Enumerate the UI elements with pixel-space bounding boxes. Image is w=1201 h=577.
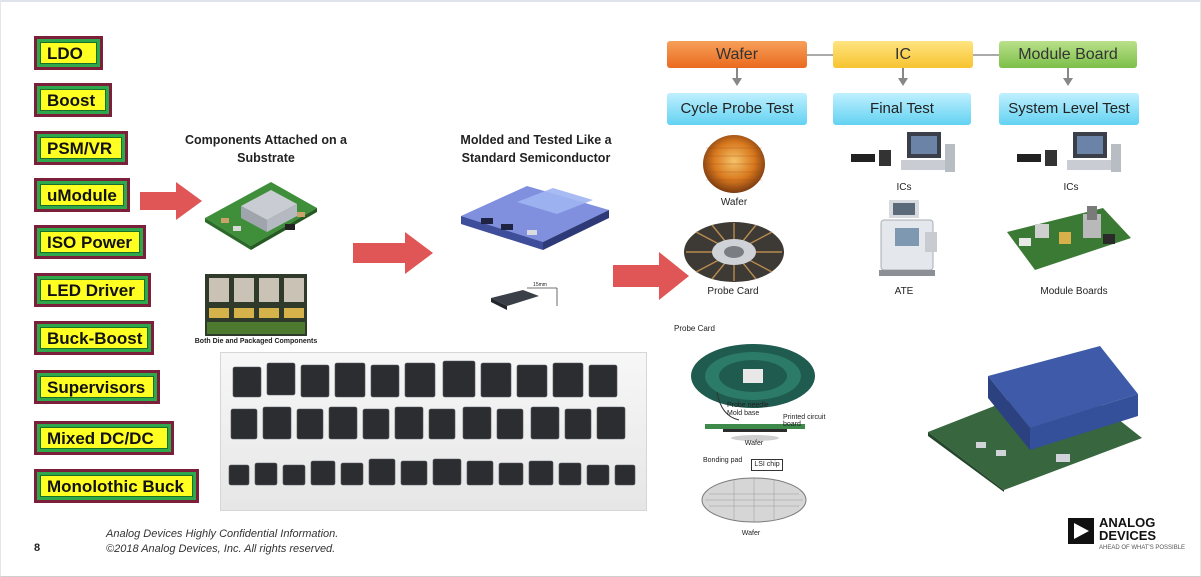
stage-module-board: Module Board	[999, 41, 1137, 68]
flow-arrow-1	[140, 182, 202, 220]
probe-label-bonding-pad: Bonding pad	[703, 457, 743, 464]
product-tag-monolothic-buck: Monolothic Buck	[34, 469, 199, 503]
wafer-diagram	[701, 477, 807, 523]
caption-substrate: Components Attached on a Substrate	[184, 133, 348, 165]
dimension-label: 15mm	[533, 282, 547, 288]
footer-line-1: Analog Devices Highly Confidential Infor…	[106, 528, 339, 540]
label-ate: ATE	[894, 286, 914, 297]
lsi-chip-box: LSI chip	[751, 459, 783, 471]
probe-card-diagram	[691, 344, 815, 441]
caption-both-components: Both Die and Packaged Components	[194, 338, 318, 345]
module-boards-image	[1007, 206, 1131, 270]
product-tag-label: LED Driver	[40, 279, 145, 301]
footer-confidential: Analog Devices Highly Confidential Infor…	[106, 527, 338, 557]
down-arrow-stem	[736, 68, 738, 80]
umodule-chips-graphic	[228, 360, 636, 486]
page-number: 8	[34, 542, 41, 554]
probe-label-pcb: Printed circuit board	[783, 414, 826, 428]
product-tag-buck-boost: Buck-Boost	[34, 321, 154, 355]
product-tag-label: LDO	[40, 42, 97, 64]
stage-wafer: Wafer	[667, 41, 807, 68]
label-wafer: Wafer	[720, 197, 748, 208]
product-tag-mixed-dc-dc: Mixed DC/DC	[34, 421, 174, 455]
probe-label-wafer-2: Wafer	[741, 530, 761, 537]
logo-tagline: AHEAD OF WHAT'S POSSIBLE	[1099, 545, 1186, 551]
wafer-image	[703, 135, 765, 193]
test-system-level: System Level Test	[999, 93, 1139, 125]
probe-card-image	[684, 222, 784, 282]
probe-label-lsi-chip: LSI chip	[754, 461, 780, 468]
substrate-module-image	[205, 182, 317, 250]
down-arrow-stem	[1067, 68, 1069, 80]
label-module-boards: Module Boards	[1040, 286, 1108, 297]
product-tag-label: PSM/VR	[40, 137, 122, 159]
product-tag-label: Mixed DC/DC	[40, 427, 168, 449]
logo-line-2: DEVICES	[1099, 528, 1157, 543]
product-tag-label: ISO Power	[40, 231, 140, 253]
logo-line-1: ANALOG	[1099, 515, 1156, 530]
die-packaged-components-image	[205, 274, 307, 336]
ate-image	[879, 200, 937, 276]
down-arrow-icon	[1063, 78, 1073, 86]
product-tag-umodule: uModule	[34, 178, 130, 212]
probe-label-mold-base: Mold base	[727, 410, 760, 417]
stage-ic: IC	[833, 41, 973, 68]
probe-diagram-title: Probe Card	[674, 324, 715, 333]
analog-devices-triangle-icon	[1068, 518, 1094, 544]
probe-label-wafer-1: Wafer	[744, 440, 764, 447]
product-tag-boost: Boost	[34, 83, 112, 117]
product-tag-supervisors: Supervisors	[34, 370, 160, 404]
test-cycle-probe: Cycle Probe Test	[667, 93, 807, 125]
product-tag-label: Monolothic Buck	[40, 475, 193, 497]
package-dimension-image	[491, 287, 558, 310]
product-tag-label: Buck-Boost	[40, 327, 148, 349]
stage-connector-1	[807, 54, 833, 56]
flow-arrow-3	[613, 252, 689, 300]
flow-arrow-2	[353, 232, 433, 274]
footer-line-2: ©2018 Analog Devices, Inc. All rights re…	[106, 543, 336, 555]
product-tag-psm-vr: PSM/VR	[34, 131, 128, 165]
ics-image-2	[1017, 132, 1121, 172]
probe-label-needle: Probe needle	[727, 402, 769, 409]
stage-connector-2	[973, 54, 999, 56]
product-tag-led-driver: LED Driver	[34, 273, 151, 307]
product-tag-iso-power: ISO Power	[34, 225, 146, 259]
product-tag-label: Supervisors	[40, 376, 154, 398]
product-tag-ldo: LDO	[34, 36, 103, 70]
label-ics-1: ICs	[896, 182, 912, 193]
umodule-parts-photo	[220, 352, 647, 511]
module-board-heatsink-image	[928, 346, 1142, 492]
ics-image-1	[851, 132, 955, 172]
down-arrow-icon	[898, 78, 908, 86]
product-tag-label: uModule	[40, 184, 124, 206]
label-ics-2: ICs	[1063, 182, 1079, 193]
down-arrow-icon	[732, 78, 742, 86]
caption-molded: Molded and Tested Like a Standard Semico…	[460, 133, 612, 165]
product-tag-label: Boost	[40, 89, 106, 111]
molded-package-image	[461, 186, 609, 250]
test-final: Final Test	[833, 93, 971, 125]
down-arrow-stem	[902, 68, 904, 80]
label-probe-card: Probe Card	[707, 286, 759, 297]
